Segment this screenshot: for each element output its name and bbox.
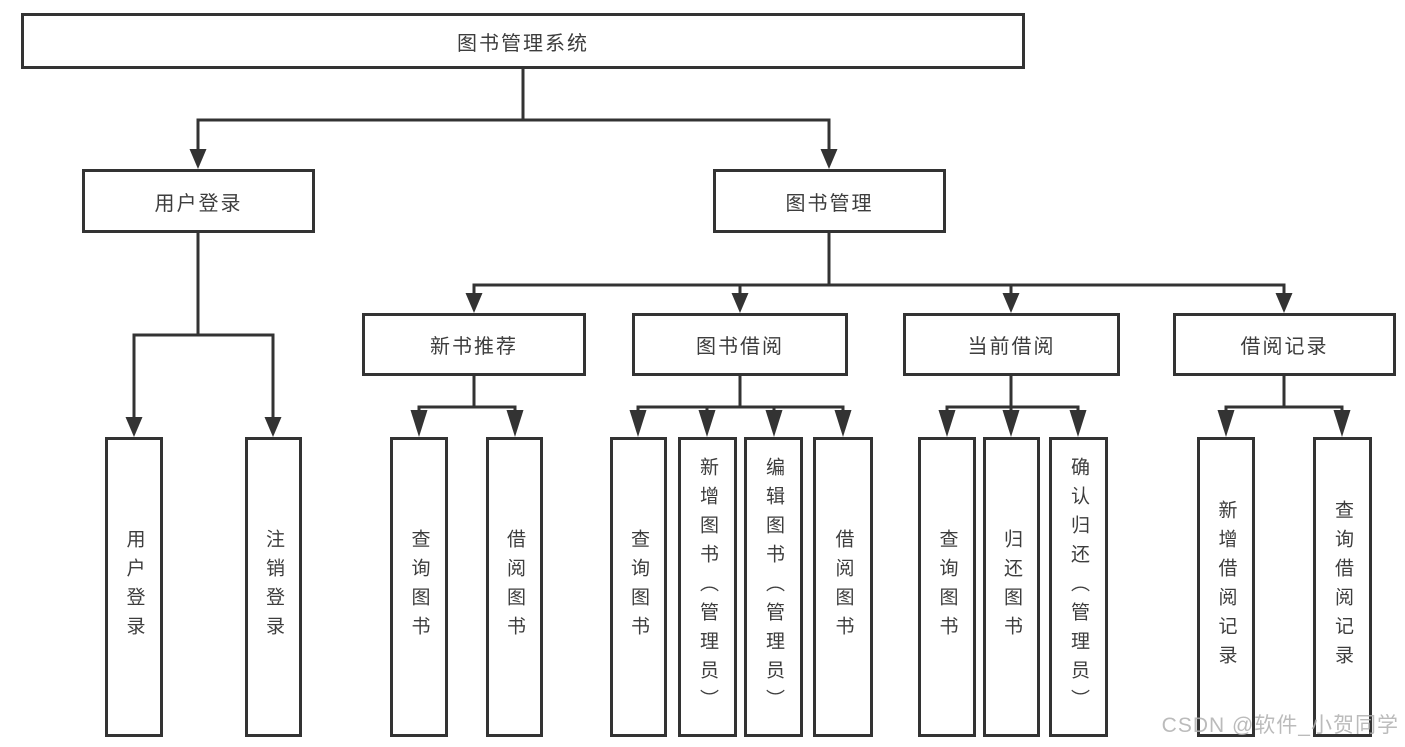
node-label: 用户登录 xyxy=(123,529,145,645)
node-label: 编辑图书（管理员） xyxy=(763,456,784,718)
node-label: 借阅图书 xyxy=(504,529,525,645)
node-label: 新书推荐 xyxy=(430,336,518,358)
connector-book-management-children xyxy=(465,233,1293,313)
node-label: 借阅图书 xyxy=(832,529,854,645)
leaf-return-book: 归还图书 xyxy=(983,437,1040,737)
node-label: 图书借阅 xyxy=(696,336,784,358)
node-label: 查询图书 xyxy=(628,529,649,645)
connector-current-borrow-children xyxy=(938,376,1087,437)
leaf-borrow-book-recommend: 借阅图书 xyxy=(486,437,543,737)
node-book-borrow: 图书借阅 xyxy=(632,313,848,376)
connector-borrow-records-children xyxy=(1217,376,1351,437)
node-borrow-records: 借阅记录 xyxy=(1173,313,1396,376)
leaf-confirm-return-admin: 确认归还（管理员） xyxy=(1049,437,1108,737)
node-label: 注销登录 xyxy=(263,529,284,645)
node-label: 确认归还（管理员） xyxy=(1068,456,1089,718)
leaf-add-borrow-record: 新增借阅记录 xyxy=(1197,437,1255,737)
leaf-user-login: 用户登录 xyxy=(105,437,163,737)
node-label: 查询图书 xyxy=(936,529,958,645)
node-book-management: 图书管理 xyxy=(713,169,946,233)
node-user-login: 用户登录 xyxy=(82,169,315,233)
node-label: 查询图书 xyxy=(408,529,430,645)
connector-root-to-level2 xyxy=(189,69,838,169)
leaf-query-book-borrow: 查询图书 xyxy=(610,437,667,737)
leaf-logout: 注销登录 xyxy=(245,437,302,737)
node-label: 用户登录 xyxy=(154,192,243,215)
node-label: 图书管理 xyxy=(785,192,874,215)
node-root: 图书管理系统 xyxy=(21,13,1025,69)
node-label: 借阅记录 xyxy=(1240,336,1329,358)
node-label: 当前借阅 xyxy=(967,336,1056,358)
csdn-watermark: CSDN @软件_小贺同学 xyxy=(1161,714,1399,737)
node-current-borrow: 当前借阅 xyxy=(903,313,1120,376)
leaf-query-book-recommend: 查询图书 xyxy=(390,437,448,737)
connector-book-borrow-children xyxy=(629,376,852,437)
leaf-query-book-current: 查询图书 xyxy=(918,437,976,737)
node-label: 新增图书（管理员） xyxy=(697,456,718,718)
node-label: 归还图书 xyxy=(1001,529,1022,645)
leaf-add-book-admin: 新增图书（管理员） xyxy=(678,437,737,737)
node-label: 图书管理系统 xyxy=(457,32,589,55)
node-label: 新增借阅记录 xyxy=(1215,500,1237,674)
node-new-book-recommend: 新书推荐 xyxy=(362,313,586,376)
connector-user-login-children xyxy=(125,233,282,437)
node-label: 查询借阅记录 xyxy=(1332,500,1353,674)
leaf-edit-book-admin: 编辑图书（管理员） xyxy=(744,437,803,737)
leaf-borrow-book: 借阅图书 xyxy=(813,437,873,737)
connector-new-book-recommend-children xyxy=(410,376,524,437)
leaf-query-borrow-record: 查询借阅记录 xyxy=(1313,437,1372,737)
